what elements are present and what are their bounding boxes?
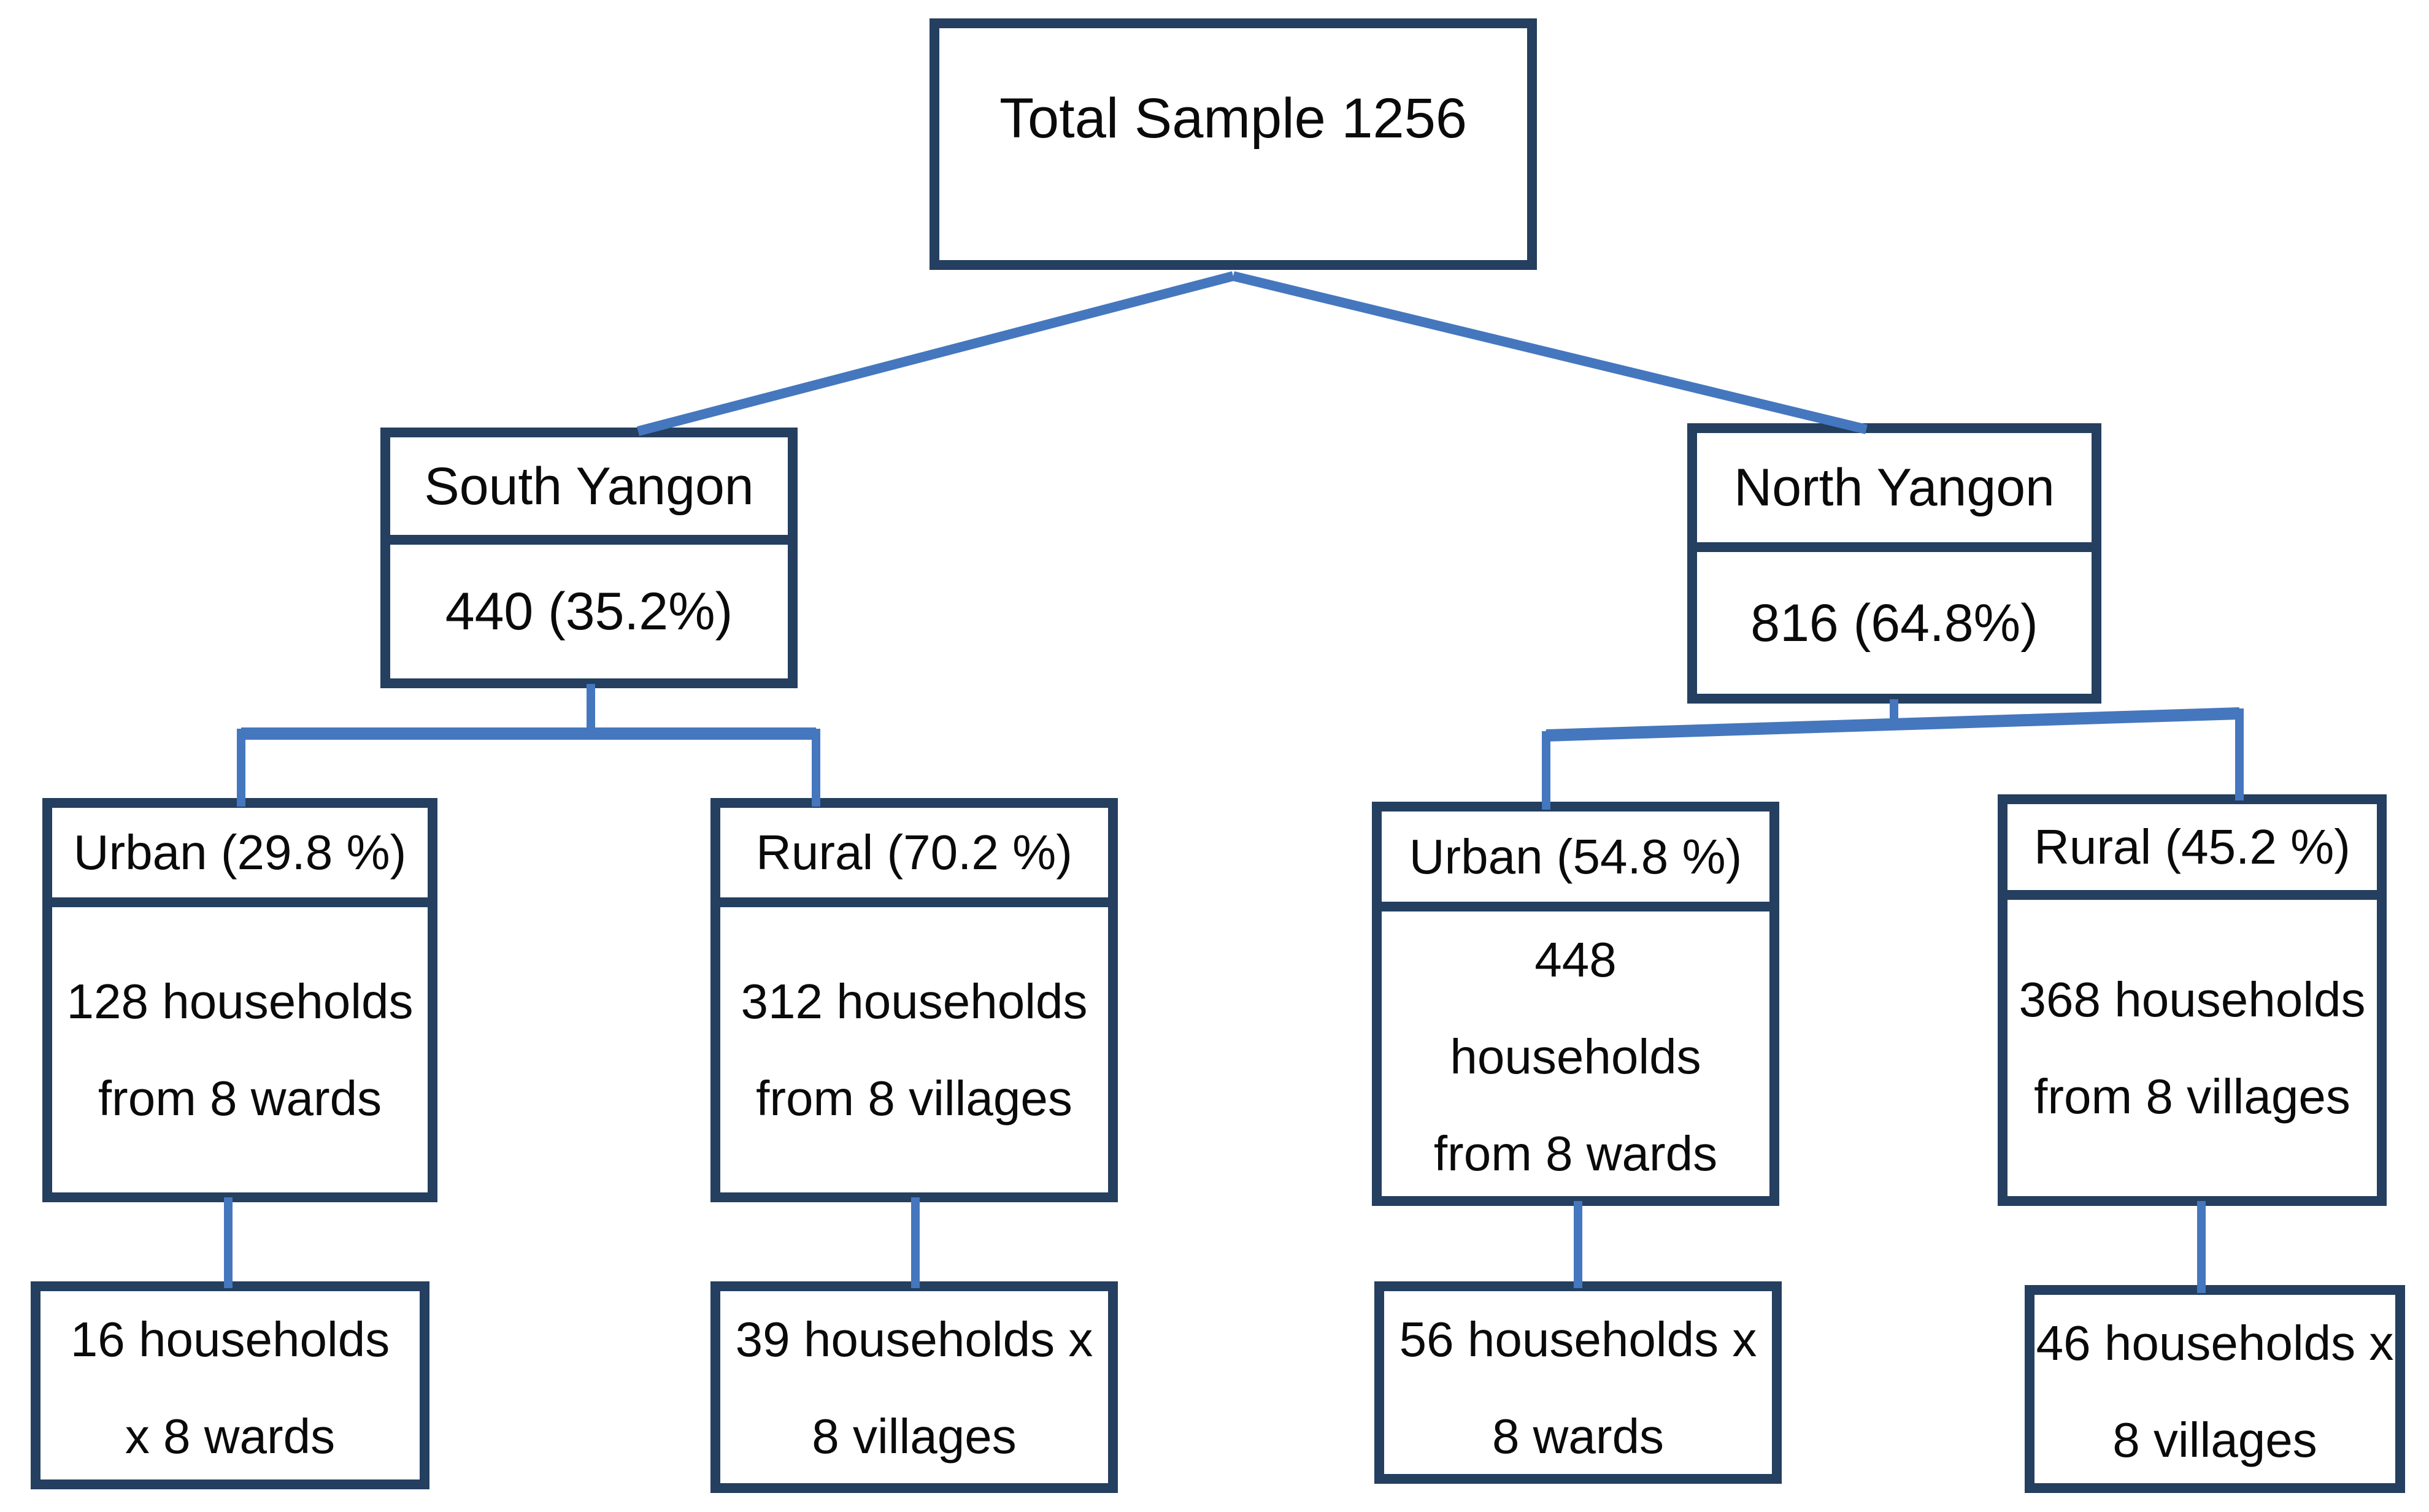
north-urban-box: Urban (54.8 %) 448 households from 8 war… <box>1372 802 1779 1206</box>
north-rural-allocation-box: 46 households x 8 villages <box>2025 1285 2405 1493</box>
south-urban-body-cell: 128 households from 8 wards <box>52 907 428 1192</box>
south-rural-allocation-line-1: 39 households x <box>735 1312 1093 1367</box>
south-urban-allocation-cell: 16 households x 8 wards <box>40 1291 420 1485</box>
north-urban-line-1: 448 <box>1534 932 1617 987</box>
north-yangon-box: North Yangon 816 (64.8%) <box>1687 423 2101 704</box>
north-urban-line-2: households <box>1450 1029 1701 1084</box>
south-yangon-value-cell: 440 (35.2%) <box>390 545 788 678</box>
south-urban-allocation-line-2: x 8 wards <box>125 1409 336 1464</box>
total-sample-label: Total Sample 1256 <box>999 87 1468 150</box>
south-urban-line-1: 128 households <box>66 973 414 1029</box>
north-urban-header: Urban (54.8 %) <box>1409 829 1742 884</box>
north-urban-allocation-box: 56 households x 8 wards <box>1374 1281 1782 1484</box>
north-urban-header-cell: Urban (54.8 %) <box>1382 812 1769 911</box>
north-yangon-title-cell: North Yangon <box>1697 433 2092 552</box>
north-urban-allocation-line-2: 8 wards <box>1492 1409 1665 1464</box>
south-rural-header: Rural (70.2 %) <box>756 825 1072 880</box>
north-rural-line-2: from 8 villages <box>2034 1069 2350 1124</box>
south-yangon-value: 440 (35.2%) <box>445 582 733 641</box>
north-rural-allocation-cell: 46 households x 8 villages <box>2034 1295 2395 1489</box>
south-urban-box: Urban (29.8 %) 128 households from 8 war… <box>42 798 437 1202</box>
north-urban-allocation-cell: 56 households x 8 wards <box>1384 1291 1772 1485</box>
south-yangon-box: South Yangon 440 (35.2%) <box>380 428 798 688</box>
north-rural-line-1: 368 households <box>2019 972 2366 1027</box>
north-rural-header: Rural (45.2 %) <box>2034 819 2350 874</box>
south-rural-allocation-cell: 39 households x 8 villages <box>720 1291 1108 1485</box>
north-rural-allocation-line-1: 46 households x <box>2036 1316 2394 1370</box>
north-rural-allocation-line-2: 8 villages <box>2112 1413 2317 1467</box>
south-rural-body-cell: 312 households from 8 villages <box>720 907 1108 1192</box>
south-urban-header-cell: Urban (29.8 %) <box>52 808 428 907</box>
north-yangon-value: 816 (64.8%) <box>1750 593 2038 653</box>
north-urban-body-cell: 448 households from 8 wards <box>1382 911 1769 1202</box>
connector-root-to-south <box>636 271 1235 436</box>
south-rural-header-cell: Rural (70.2 %) <box>720 808 1108 907</box>
north-rural-box: Rural (45.2 %) 368 households from 8 vil… <box>1998 794 2387 1206</box>
south-yangon-title-cell: South Yangon <box>390 437 788 545</box>
north-urban-allocation-line-1: 56 households x <box>1399 1312 1757 1367</box>
north-rural-header-cell: Rural (45.2 %) <box>2007 804 2377 900</box>
total-sample-label-cell: Total Sample 1256 <box>939 28 1527 260</box>
south-yangon-title: South Yangon <box>424 456 754 516</box>
connector-north-bar <box>1546 707 2240 742</box>
south-rural-box: Rural (70.2 %) 312 households from 8 vil… <box>710 798 1118 1202</box>
south-urban-header: Urban (29.8 %) <box>73 825 407 880</box>
south-urban-allocation-box: 16 households x 8 wards <box>31 1281 429 1489</box>
total-sample-box: Total Sample 1256 <box>930 18 1537 270</box>
south-urban-line-2: from 8 wards <box>98 1070 382 1126</box>
north-yangon-title: North Yangon <box>1734 458 2055 517</box>
south-urban-allocation-line-1: 16 households <box>70 1312 390 1367</box>
north-rural-body-cell: 368 households from 8 villages <box>2007 900 2377 1196</box>
south-rural-line-1: 312 households <box>741 973 1088 1029</box>
south-rural-allocation-line-2: 8 villages <box>812 1409 1017 1464</box>
south-rural-line-2: from 8 villages <box>756 1070 1072 1126</box>
connector-root-to-north <box>1232 271 1868 434</box>
south-rural-allocation-box: 39 households x 8 villages <box>710 1281 1118 1493</box>
north-urban-line-3: from 8 wards <box>1433 1126 1718 1181</box>
north-yangon-value-cell: 816 (64.8%) <box>1697 552 2092 694</box>
